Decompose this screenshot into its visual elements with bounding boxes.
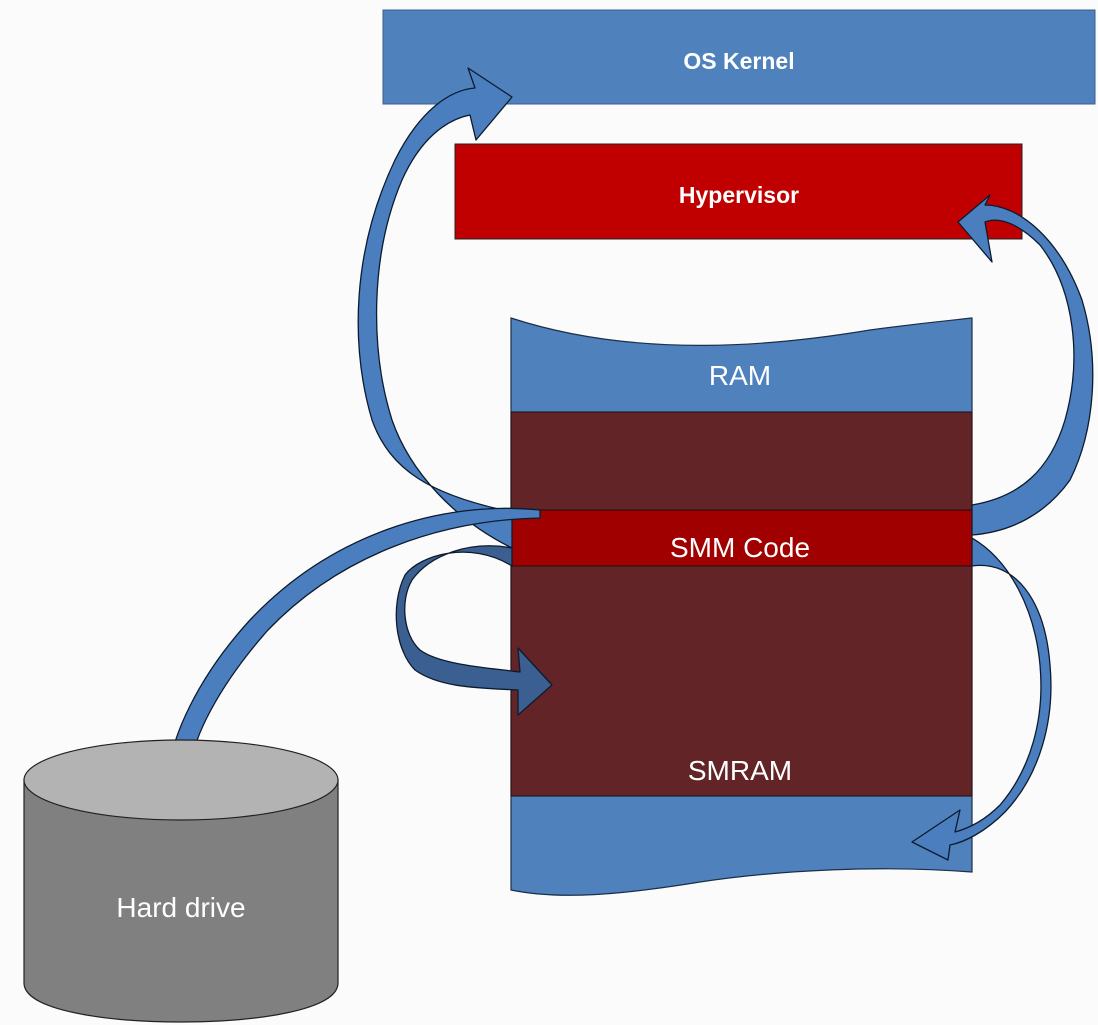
- smram-label: SMRAM: [688, 755, 792, 786]
- os-kernel-box: OS Kernel: [382, 9, 1096, 105]
- arrow-to-hypervisor: [957, 194, 1094, 536]
- smram-region: SMRAM: [510, 411, 973, 797]
- arrow-to-os-kernel: [357, 67, 513, 549]
- arrow-to-ram-bottom: [911, 537, 1052, 861]
- hard-drive-label: Hard drive: [116, 892, 245, 923]
- smm-code-block: SMM Code: [510, 509, 973, 567]
- os-kernel-label: OS Kernel: [683, 48, 794, 74]
- ram-label: RAM: [709, 360, 771, 391]
- hypervisor-label: Hypervisor: [679, 182, 799, 208]
- hypervisor-box: Hypervisor: [454, 143, 1023, 240]
- hard-drive-icon: Hard drive: [23, 739, 339, 1023]
- smm-code-label: SMM Code: [670, 532, 810, 563]
- arrow-to-smram: [395, 545, 553, 716]
